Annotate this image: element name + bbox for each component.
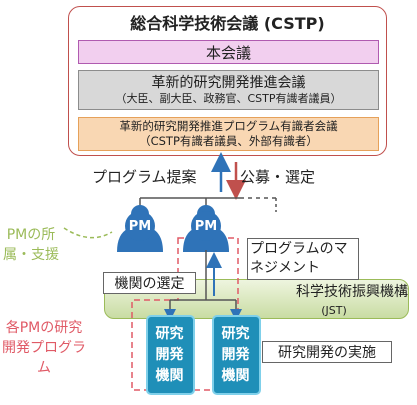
pm-icon-1-label: PM xyxy=(128,218,152,234)
expert-panel-title: 革新的研究開発推進プログラム有識者会議 xyxy=(119,119,338,133)
innovation-promotion-council-members: （大臣、副大臣、政務官、CSTP有識者議員） xyxy=(115,91,342,105)
expert-panel-members: （CSTP有識者議員、外部有識者） xyxy=(139,134,318,148)
pm-affiliation-support-label: PMの所属・支援 xyxy=(3,227,59,263)
research-institution-1: 研究開発機関 xyxy=(146,315,195,395)
cstp-title: 総合科学技術会議 (CSTP) xyxy=(130,14,325,33)
institution-selection-label: 機関の選定 xyxy=(103,272,196,294)
program-management-label: プログラムのマネジメント xyxy=(247,238,359,280)
research-institution-2-label: 研究開発機関 xyxy=(221,325,250,384)
pm-rd-program-label: 各PMの研究開発プログラム xyxy=(2,320,86,376)
pm-icon-2-label: PM xyxy=(194,218,218,234)
pm-icon-1 xyxy=(117,205,163,252)
support-curve xyxy=(63,227,113,239)
research-institution-1-label: 研究開発機関 xyxy=(155,325,184,384)
jst-abbr: (JST) xyxy=(321,304,347,317)
innovation-promotion-council-title: 革新的研究開発推進会議 xyxy=(151,74,306,91)
rd-implementation-label: 研究開発の実施 xyxy=(262,341,392,363)
recruit-select-label: 公募・選定 xyxy=(240,168,316,186)
research-institution-2: 研究開発機関 xyxy=(212,315,261,395)
pm-icon-2 xyxy=(183,205,229,252)
program-proposal-label: プログラム提案 xyxy=(92,168,197,186)
innovation-promotion-council-box: 革新的研究開発推進会議 （大臣、副大臣、政務官、CSTP有識者議員） xyxy=(78,70,379,110)
jst-name: 科学技術振興機構 xyxy=(296,284,408,300)
expert-panel-box: 革新的研究開発推進プログラム有識者会議 （CSTP有識者議員、外部有識者） xyxy=(78,117,379,151)
plenary-meeting-box: 本会議 xyxy=(78,40,379,64)
